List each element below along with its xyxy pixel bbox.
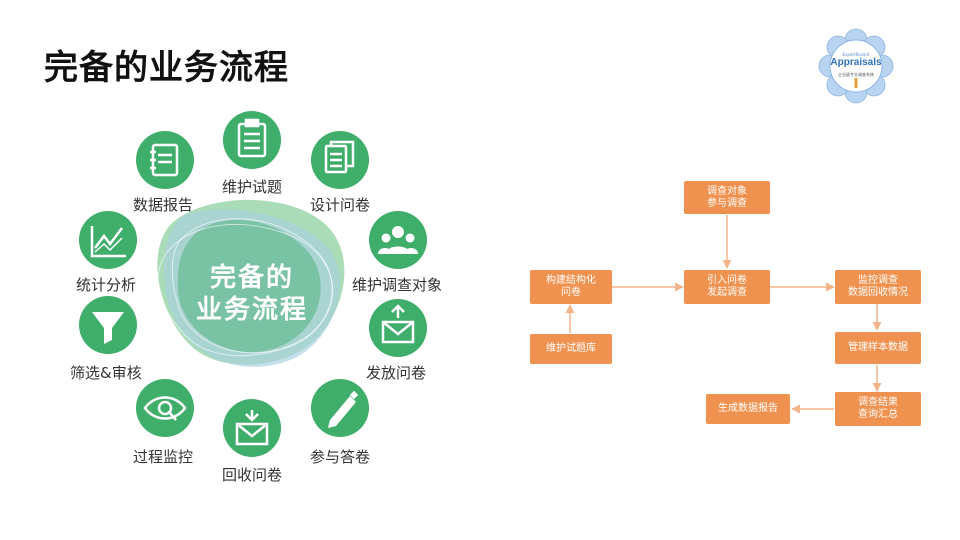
flow-box-result-summary: 调查结果 查询汇总 xyxy=(835,392,921,426)
flow-box-survey-target: 调查对象 参与调查 xyxy=(684,181,770,214)
flow-box-maintain-bank: 维护试题库 xyxy=(530,334,612,364)
clipboard-icon xyxy=(237,118,267,158)
node-label-design: 设计问卷 xyxy=(310,196,371,214)
envelope-down-icon xyxy=(235,410,269,446)
node-label-target: 维护调查对象 xyxy=(352,276,443,294)
line-chart-icon xyxy=(90,226,126,258)
logo-flower-icon xyxy=(818,28,894,104)
node-label-maintain: 维护试题 xyxy=(222,178,283,196)
center-blob-icon xyxy=(157,199,345,367)
notebook-icon xyxy=(150,143,179,177)
node-label-publish: 发放问卷 xyxy=(366,364,427,382)
process-cycle-diagram: 完备的 业务流程 数据报告 维护试题 设计问卷 维护调查对象 发放问卷 参与答卷… xyxy=(70,111,443,484)
logo-brand: Appraisals xyxy=(830,57,882,68)
node-label-stats: 统计分析 xyxy=(76,276,137,294)
node-label-answer: 参与答卷 xyxy=(310,448,371,466)
people-icon xyxy=(378,226,418,254)
node-label-filter: 筛选&审核 xyxy=(70,364,142,382)
cycle-graphics xyxy=(79,111,427,457)
flow-box-monitor-collection: 监控调查 数据回收情况 xyxy=(835,270,921,304)
appraisals-logo: ExpertRecord Appraisals 企业级专业调查系统 xyxy=(818,28,894,104)
envelope-up-icon xyxy=(381,304,415,344)
node-label-collect: 回收问卷 xyxy=(222,466,283,484)
flow-box-build-questionnaire: 构建结构化 问卷 xyxy=(530,270,612,304)
flow-box-manage-sample: 管理样本数据 xyxy=(835,332,921,364)
funnel-icon xyxy=(92,312,124,344)
node-label-monitor: 过程监控 xyxy=(133,448,194,466)
logo-top-text: ExpertRecord xyxy=(842,52,870,57)
flow-box-generate-report: 生成数据报告 xyxy=(706,394,790,424)
cycle-center-label: 完备的 业务流程 xyxy=(195,263,308,325)
eye-icon xyxy=(143,396,187,421)
documents-icon xyxy=(324,140,355,174)
logo-tagline: 企业级专业调查系统 xyxy=(838,72,874,77)
node-label-report: 数据报告 xyxy=(133,196,194,214)
flow-box-initiate-survey: 引入问卷 发起调查 xyxy=(684,270,770,304)
pen-icon xyxy=(328,390,359,428)
slide-title: 完备的业务流程 xyxy=(44,48,289,88)
